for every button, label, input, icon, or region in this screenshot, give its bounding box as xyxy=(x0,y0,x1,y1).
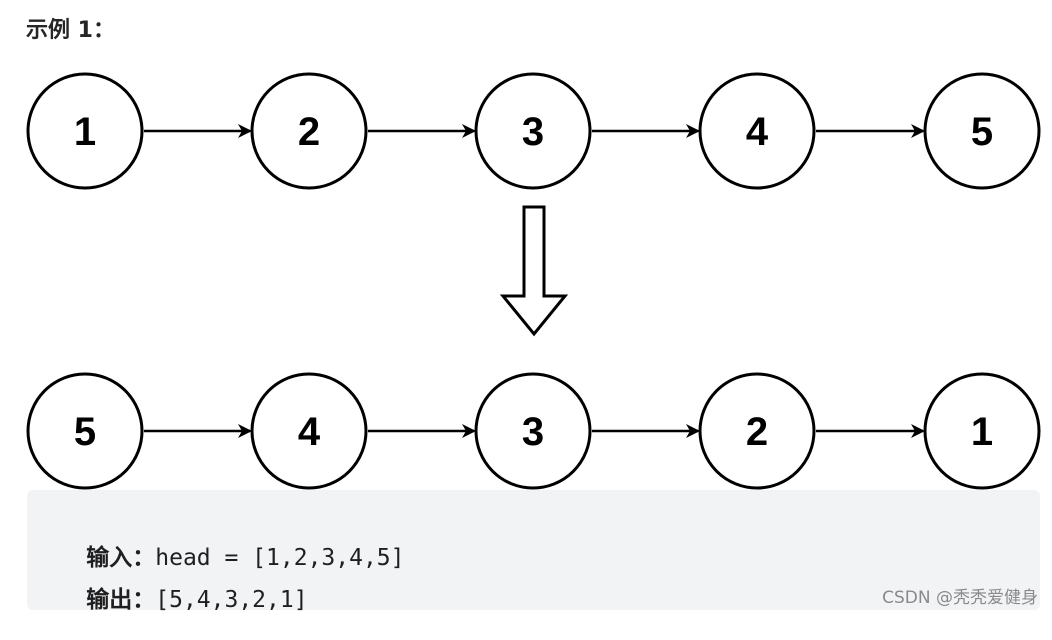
input-value: head = [1,2,3,4,5] xyxy=(155,545,405,571)
reversed-node-5 xyxy=(923,372,1041,490)
transform-down-arrow xyxy=(499,205,569,337)
original-node-label-2: 2 xyxy=(298,110,320,154)
reversed-node-1 xyxy=(26,372,144,490)
output-label: 输出： xyxy=(86,587,156,613)
output-line: 输出：[5,4,3,2,1] xyxy=(57,554,308,640)
original-node-5 xyxy=(923,72,1041,190)
reversed-node-label-5: 1 xyxy=(971,410,993,454)
reversed-node-label-2: 4 xyxy=(298,410,321,454)
original-node-4 xyxy=(698,72,816,190)
reversed-node-label-3: 3 xyxy=(522,410,544,454)
original-node-label-5: 5 xyxy=(971,110,993,154)
original-node-1 xyxy=(26,72,144,190)
reversed-node-label-1: 5 xyxy=(74,410,96,454)
input-line: 输入：head = [1,2,3,4,5] xyxy=(57,512,405,598)
example-title: 示例 1： xyxy=(26,18,115,43)
reversed-node-3 xyxy=(474,372,592,490)
example-code-block: 输入：head = [1,2,3,4,5] 输出：[5,4,3,2,1] xyxy=(27,490,1040,613)
original-node-label-4: 4 xyxy=(746,110,769,154)
reversed-node-label-4: 2 xyxy=(746,410,768,454)
original-node-label-3: 3 xyxy=(522,110,544,154)
reversed-node-4 xyxy=(698,372,816,490)
output-value: [5,4,3,2,1] xyxy=(155,587,308,613)
original-list: 1 2 3 4 5 xyxy=(26,72,1041,190)
original-node-2 xyxy=(250,72,368,190)
original-node-label-1: 1 xyxy=(74,110,96,154)
reversed-list: 5 4 3 2 1 xyxy=(26,372,1041,490)
original-node-3 xyxy=(474,72,592,190)
linked-list-diagram: 1 2 3 4 5 5 4 3 2 1 xyxy=(26,72,1041,490)
reversed-node-2 xyxy=(250,372,368,490)
csdn-watermark: CSDN @秃秃爱健身 xyxy=(882,588,1038,608)
input-label: 输入： xyxy=(86,545,156,571)
